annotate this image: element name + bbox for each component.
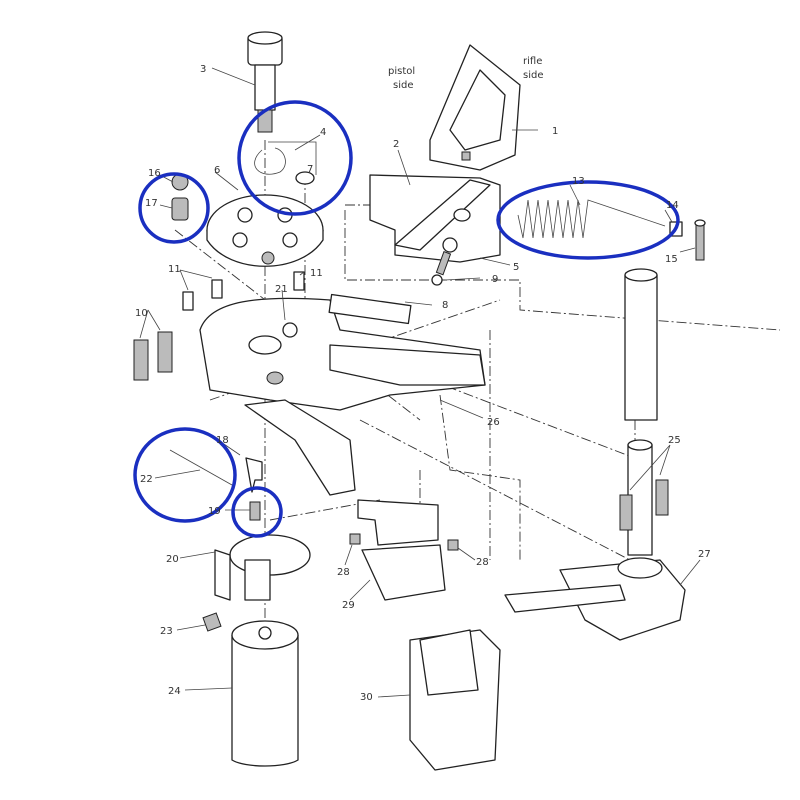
part-13-spring — [517, 199, 666, 239]
part-29-bracket — [357, 499, 446, 601]
label-rifle-side-1: rifle — [523, 56, 542, 67]
label-7: 7 — [307, 164, 313, 175]
part-4-retaining-clip — [254, 141, 317, 175]
label-2: 2 — [393, 139, 399, 150]
part-30-bin — [409, 629, 501, 771]
label-30: 30 — [360, 692, 373, 703]
highlight-part-22 — [133, 427, 237, 523]
label-28-right: 28 — [476, 557, 489, 568]
part-14-15-pin — [669, 219, 706, 261]
label-28-left: 28 — [337, 567, 350, 578]
label-22: 22 — [140, 474, 153, 485]
highlight-part-13 — [496, 180, 680, 260]
highlight-circles — [133, 100, 680, 538]
part-3-shoulder-bolt — [247, 31, 283, 133]
label-4: 4 — [320, 127, 326, 138]
label-27: 27 — [698, 549, 711, 560]
label-5: 5 — [513, 262, 519, 273]
label-19: 19 — [208, 506, 221, 517]
leader-lines — [139, 67, 701, 698]
highlight-part-19 — [231, 486, 283, 538]
label-20: 20 — [166, 554, 179, 565]
part-11-screws — [182, 271, 305, 311]
part-17-spring — [171, 197, 189, 221]
part-labels: 1 2 3 4 5 6 7 8 9 10 11 11 13 14 15 16 1… — [135, 56, 711, 703]
part-1-shell-holder-frame — [429, 44, 521, 171]
part-10-screws — [133, 331, 173, 381]
label-9: 9 — [492, 274, 498, 285]
part-23-set-screw — [202, 612, 222, 632]
part-19-spring — [249, 501, 261, 521]
label-15: 15 — [665, 254, 678, 265]
label-pistol-side-2: side — [393, 80, 414, 91]
label-16: 16 — [148, 168, 161, 179]
label-13: 13 — [572, 176, 585, 187]
part-28-screw-left — [349, 533, 361, 545]
label-25: 25 — [668, 435, 681, 446]
label-17: 17 — [145, 198, 158, 209]
label-pistol-side-1: pistol — [388, 66, 415, 77]
part-26-base-frame — [199, 293, 486, 496]
label-26: 26 — [487, 417, 500, 428]
label-11-right: 11 — [310, 268, 323, 279]
part-27-lever-base — [504, 557, 686, 641]
part-20-ring — [214, 534, 311, 601]
part-24-post — [231, 620, 299, 767]
part-9-screw — [431, 250, 452, 286]
part-6-shell-plate — [206, 194, 324, 267]
label-24: 24 — [168, 686, 181, 697]
part-28-screw-right — [447, 539, 459, 551]
label-3: 3 — [200, 64, 206, 75]
label-11-left: 11 — [168, 264, 181, 275]
part-18-pawl — [245, 457, 263, 493]
label-8: 8 — [442, 300, 448, 311]
label-1: 1 — [552, 126, 558, 137]
part-25-tube-assembly — [619, 268, 669, 556]
label-14: 14 — [666, 200, 679, 211]
label-18: 18 — [216, 435, 229, 446]
label-6: 6 — [214, 165, 220, 176]
part-22-spring — [169, 449, 233, 486]
label-21: 21 — [275, 284, 288, 295]
label-rifle-side-2: side — [523, 70, 544, 81]
part-2-slide-block — [369, 174, 501, 263]
part-7-detent — [295, 171, 315, 185]
highlight-part-16-17 — [138, 172, 210, 244]
highlight-part-4-7 — [237, 100, 353, 216]
label-10: 10 — [135, 308, 148, 319]
label-23: 23 — [160, 626, 173, 637]
label-29: 29 — [342, 600, 355, 611]
